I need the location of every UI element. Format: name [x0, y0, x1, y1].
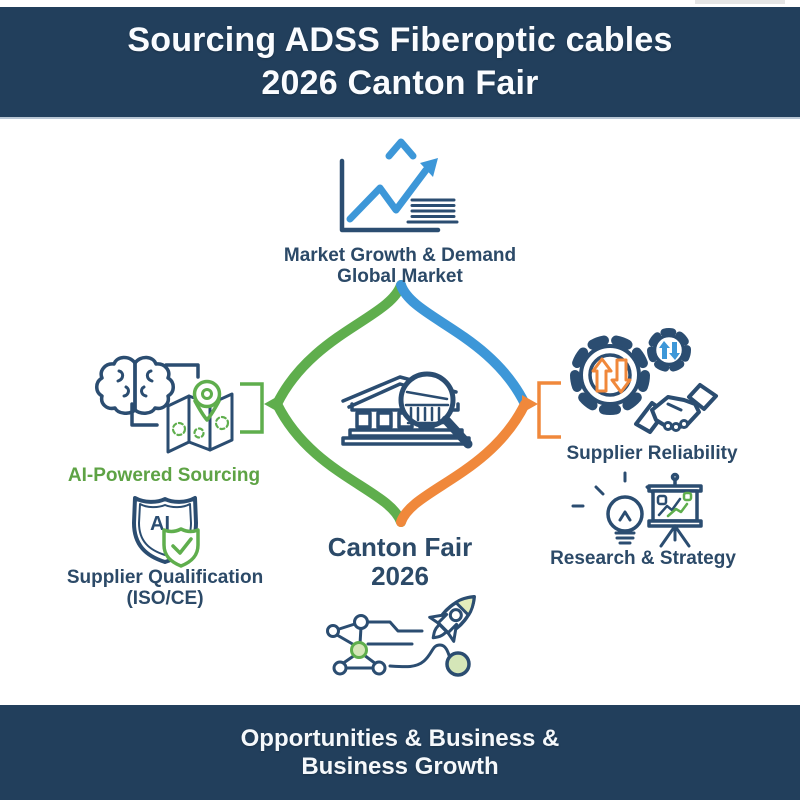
label-market-growth: Market Growth & Demand Global Market — [284, 245, 516, 287]
label-market-growth-line1: Market Growth & Demand — [283, 245, 517, 266]
top-margin-strip — [0, 0, 800, 7]
left-bracket — [240, 382, 264, 434]
footer-line1: Opportunities & Business & — [240, 724, 560, 752]
label-canton-fair: Canton Fair 2026 — [328, 533, 472, 591]
ai-shield-check-icon: AI — [132, 496, 200, 568]
right-arrowhead-icon — [522, 395, 538, 413]
label-ai-powered-sourcing: AI-Powered Sourcing — [67, 465, 261, 486]
gears-handshake-icon — [570, 328, 718, 434]
label-canton-fair-line2: 2026 — [371, 561, 429, 591]
label-canton-fair-line1: Canton Fair — [327, 532, 473, 562]
exhibition-hall-magnifier-icon — [341, 371, 473, 449]
label-supplier-qualification: Supplier Qualification (ISO/CE) — [67, 567, 263, 609]
brain-map-pin-icon — [95, 355, 234, 454]
label-research-strategy: Research & Strategy — [550, 548, 736, 569]
scan-artifact — [695, 0, 785, 4]
right-bracket — [537, 381, 561, 439]
growth-chart-icon — [339, 138, 459, 233]
footer-banner: Opportunities & Business & Business Grow… — [0, 705, 800, 800]
page-title-line2: 2026 Canton Fair — [261, 64, 539, 102]
network-rocket-icon — [326, 595, 476, 677]
label-supplier-qualification-line1: Supplier Qualification — [66, 567, 264, 588]
label-supplier-reliability: Supplier Reliability — [566, 443, 738, 464]
page-title-line1: Sourcing ADSS Fiberoptic cables — [127, 21, 673, 59]
diagram-ring — [264, 280, 538, 527]
left-arrowhead-icon — [264, 395, 280, 413]
bulb-presentation-icon — [571, 471, 703, 548]
footer-line2: Business Growth — [301, 752, 499, 780]
shield-ai-text: AI — [150, 513, 170, 535]
label-market-growth-line2: Global Market — [337, 266, 463, 287]
title-banner: Sourcing ADSS Fiberoptic cables 2026 Can… — [0, 7, 800, 119]
label-supplier-qualification-line2: (ISO/CE) — [126, 588, 204, 609]
